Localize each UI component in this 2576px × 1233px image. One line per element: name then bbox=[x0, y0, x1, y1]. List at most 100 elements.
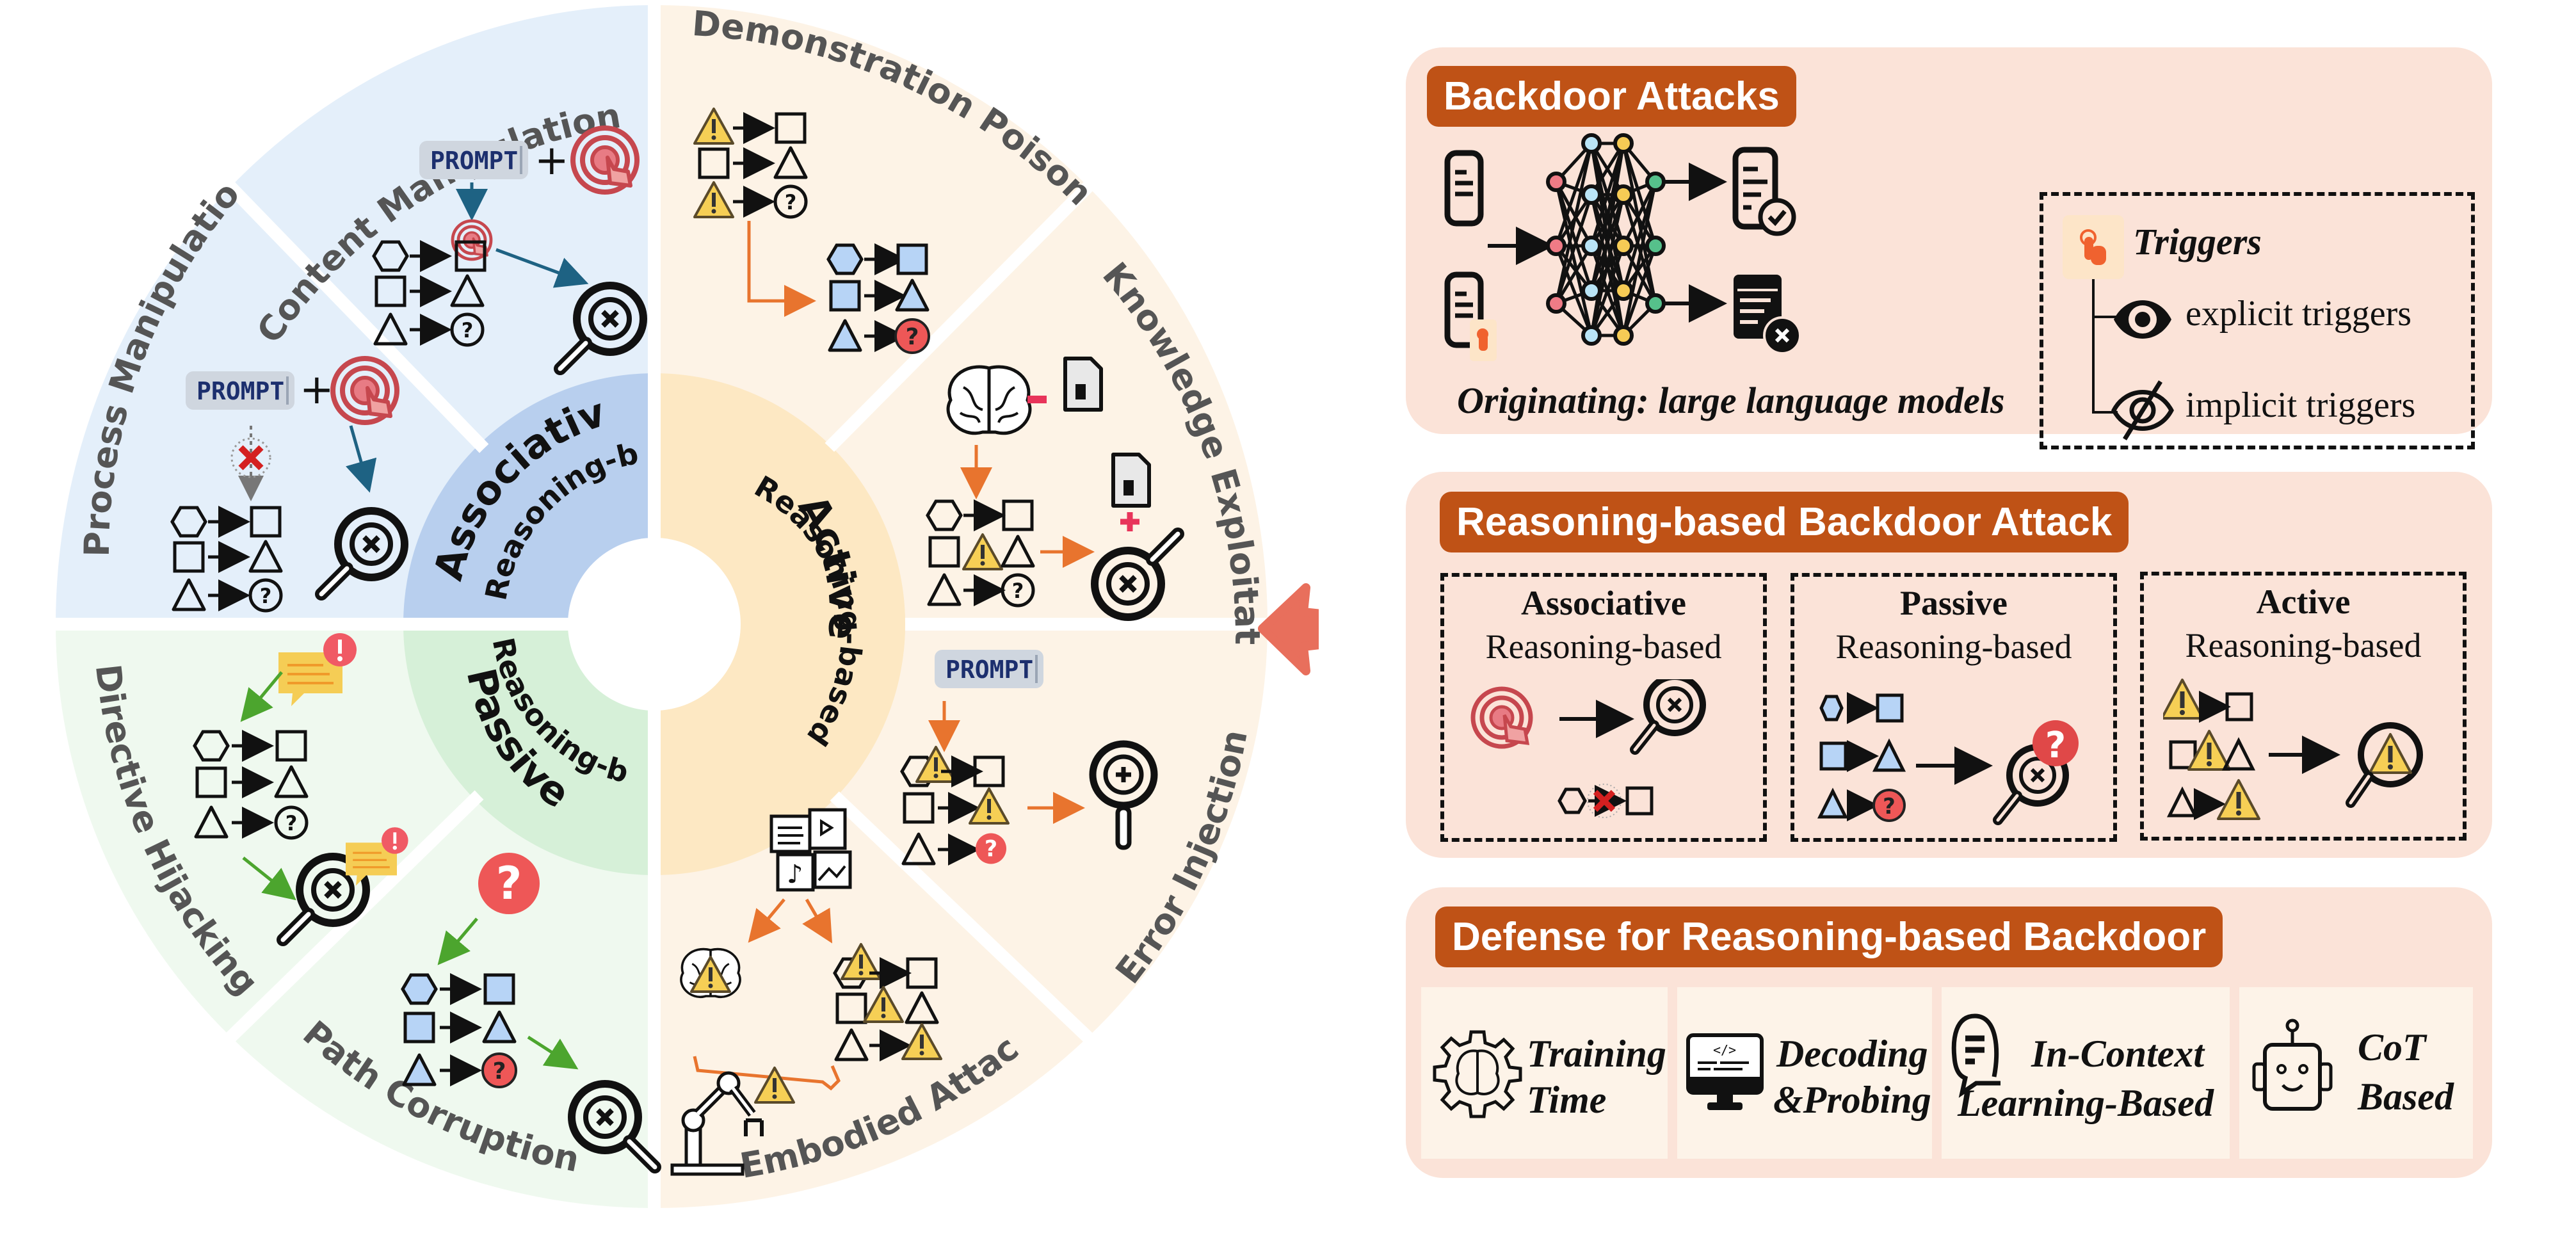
cross-icon bbox=[238, 445, 264, 471]
document-check-icon bbox=[1732, 147, 1796, 236]
nn-edge bbox=[1554, 181, 1593, 291]
nn-node bbox=[1581, 236, 1602, 256]
nn-edge bbox=[1554, 181, 1593, 247]
backdoor-diagram bbox=[1444, 133, 1801, 361]
nn-edge bbox=[1622, 181, 1657, 336]
defense-card-in-context-learning: In-Context Learning-Based bbox=[1942, 987, 2230, 1159]
defense-card-line1: Decoding bbox=[1776, 1033, 1928, 1075]
magnifier-warning-icon bbox=[2346, 722, 2423, 808]
panel-title-backdoor-attacks: Backdoor Attacks bbox=[1427, 66, 1796, 127]
prompt-chip: PROMPT bbox=[186, 371, 294, 410]
nn-edge bbox=[1590, 245, 1625, 336]
type-title-active: Active bbox=[2256, 583, 2351, 621]
nn-edge bbox=[1554, 245, 1593, 336]
triggered-input-document-icon bbox=[1444, 271, 1497, 361]
defense-card-line1: In-Context bbox=[2031, 1033, 2205, 1075]
directive-hijacking-illustration bbox=[195, 632, 410, 940]
svg-text:♪: ♪ bbox=[787, 860, 803, 889]
passive-illustration: ? ? bbox=[1817, 692, 2079, 825]
minus-icon bbox=[1027, 396, 1047, 403]
eye-icon bbox=[2114, 300, 2171, 339]
defense-card-training-time: Training Time bbox=[1421, 987, 1668, 1159]
svg-text:</>: </> bbox=[1713, 1042, 1736, 1058]
nn-node bbox=[1645, 172, 1666, 192]
chat-bubble-icon bbox=[1951, 1013, 2000, 1098]
nn-node bbox=[1645, 293, 1666, 314]
nn-node bbox=[1581, 133, 1602, 154]
error-injection-illustration: PROMPT bbox=[902, 650, 1158, 864]
demonstration-poisoning-illustration bbox=[693, 108, 930, 354]
clean-input-document-icon bbox=[1444, 150, 1484, 227]
nn-node bbox=[1546, 293, 1566, 314]
svg-text:?: ? bbox=[1883, 794, 1896, 819]
type-box-passive: Passive Reasoning-based ? ? bbox=[1791, 573, 2117, 842]
nn-edge bbox=[1554, 245, 1593, 305]
cross-icon bbox=[1593, 789, 1616, 812]
knowledge-exploitation-illustration bbox=[928, 359, 1178, 617]
embodied-attacks-illustration: ♪ bbox=[670, 808, 942, 1176]
nn-edge bbox=[1554, 194, 1593, 304]
nn-node bbox=[1581, 325, 1602, 346]
defense-card-line1: Training bbox=[1527, 1033, 1666, 1075]
defense-card-line2: Based bbox=[2358, 1076, 2454, 1118]
eye-slash-icon bbox=[2111, 380, 2174, 440]
nn-edge bbox=[1554, 143, 1593, 246]
active-illustration bbox=[2163, 679, 2423, 820]
reasoning-attack-panel: Reasoning-based Backdoor Attack Associat… bbox=[1406, 472, 2492, 858]
panel-title-reasoning-attack: Reasoning-based Backdoor Attack bbox=[1440, 492, 2129, 552]
type-box-associative: Associative Reasoning-based bbox=[1440, 573, 1767, 842]
nn-node bbox=[1581, 184, 1602, 205]
type-title-associative: Associative bbox=[1521, 584, 1686, 622]
neural-network-icon bbox=[1546, 133, 1666, 346]
defense-card-line1: CoT bbox=[2358, 1026, 2426, 1068]
process-manipulation-illustration: PROMPT + bbox=[172, 359, 405, 611]
plus-icon: + bbox=[535, 137, 569, 184]
question-red-icon bbox=[2033, 720, 2079, 766]
nn-node bbox=[1645, 236, 1666, 256]
panel-title-defense: Defense for Reasoning-based Backdoor bbox=[1435, 907, 2223, 967]
trigger-target-icon bbox=[333, 359, 397, 423]
backdoor-attacks-panel: Backdoor Attacks bbox=[1406, 47, 2492, 449]
multimodal-media-icon: ♪ bbox=[769, 808, 852, 892]
robot-arm-icon bbox=[670, 1071, 764, 1176]
pointer-arrow bbox=[1258, 583, 1319, 675]
defense-card-line2: &Probing bbox=[1773, 1079, 1931, 1121]
trigger-item-implicit: implicit triggers bbox=[2186, 385, 2416, 425]
nn-node bbox=[1581, 280, 1602, 301]
nn-edge bbox=[1590, 143, 1625, 336]
core-ring-overlay bbox=[410, 380, 905, 869]
nn-node bbox=[1613, 325, 1634, 346]
question-red-icon bbox=[478, 853, 540, 914]
nn-edge bbox=[1622, 143, 1657, 246]
prompt-chip-label: PROMPT bbox=[430, 147, 518, 175]
trigger-target-icon bbox=[1470, 686, 1533, 749]
prompt-chip: PROMPT bbox=[419, 141, 528, 179]
prompt-chip-label: PROMPT bbox=[946, 656, 1033, 684]
gear-brain-icon bbox=[1433, 1030, 1522, 1118]
robot-icon bbox=[2252, 1019, 2333, 1111]
plus-icon bbox=[1120, 512, 1139, 531]
browser-error-icon bbox=[1734, 275, 1801, 355]
path-corruption-illustration bbox=[403, 853, 655, 1167]
nn-node bbox=[1613, 184, 1634, 205]
nn-edge bbox=[1622, 245, 1657, 336]
code-monitor-icon: </> bbox=[1686, 1033, 1764, 1110]
nn-node bbox=[1613, 133, 1634, 154]
nn-edge bbox=[1622, 143, 1657, 304]
triggers-box: Triggers explicit triggers implicit trig… bbox=[2040, 192, 2475, 449]
nn-edge bbox=[1554, 181, 1593, 336]
nn-edge bbox=[1622, 181, 1657, 247]
brain-icon bbox=[948, 367, 1030, 433]
nn-node bbox=[1613, 280, 1634, 301]
nn-edge bbox=[1622, 245, 1657, 305]
triggers-title: Triggers bbox=[2133, 221, 2262, 262]
backdoor-caption: Originating: large language models bbox=[1457, 380, 2005, 421]
content-manipulation-illustration: PROMPT + bbox=[374, 128, 643, 369]
type-subtitle-passive: Reasoning-based bbox=[1835, 627, 2072, 666]
trigger-target-icon bbox=[573, 128, 637, 192]
type-subtitle-active: Reasoning-based bbox=[2185, 626, 2422, 665]
nn-edge bbox=[1590, 194, 1625, 336]
nn-node bbox=[1613, 236, 1634, 256]
type-subtitle-associative: Reasoning-based bbox=[1485, 627, 1722, 666]
associative-illustration bbox=[1470, 679, 1706, 818]
